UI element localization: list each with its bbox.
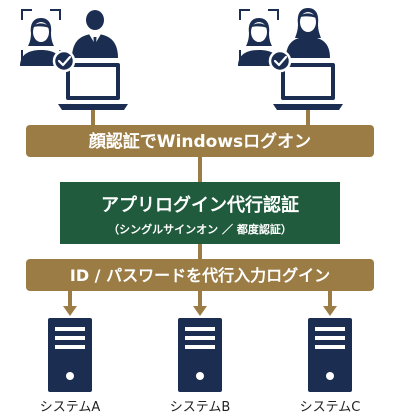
face-logon-banner: 顔認証でWindowsログオン (26, 125, 374, 157)
proxy-input-label: ID / パスワードを代行入力ログイン (70, 266, 330, 285)
app-logon-subtitle: （シングルサインオン ／ 都度認証） (108, 222, 292, 236)
server-a (48, 318, 92, 392)
woman-icon (286, 8, 330, 58)
server-icon (48, 318, 92, 392)
laptop-icon (58, 63, 128, 110)
arrow-a (63, 306, 77, 316)
arrow-c (323, 306, 337, 316)
system-c-label: システムC (300, 400, 361, 415)
connectors (68, 110, 332, 308)
check-badge-icon (268, 49, 292, 73)
system-b-label: システムB (170, 400, 231, 415)
server-c (308, 318, 352, 392)
woman-icon (20, 18, 62, 66)
laptop-icon (273, 63, 343, 110)
businessman-icon (72, 10, 118, 58)
arrow-b (193, 306, 207, 316)
left-user-group (20, 9, 128, 110)
face-logon-label: 顔認証でWindowsログオン (88, 131, 311, 152)
proxy-input-banner: ID / パスワードを代行入力ログイン (26, 259, 374, 291)
app-logon-title: アプリログイン代行認証 (101, 194, 299, 216)
server-icon (308, 318, 352, 392)
server-icon (178, 318, 222, 392)
system-a-label: システムA (40, 400, 101, 415)
server-b (178, 318, 222, 392)
right-user-group (238, 8, 343, 110)
check-badge-icon (52, 49, 76, 73)
arrowheads (63, 306, 337, 316)
app-logon-panel: アプリログイン代行認証 （シングルサインオン ／ 都度認証） (60, 182, 340, 244)
